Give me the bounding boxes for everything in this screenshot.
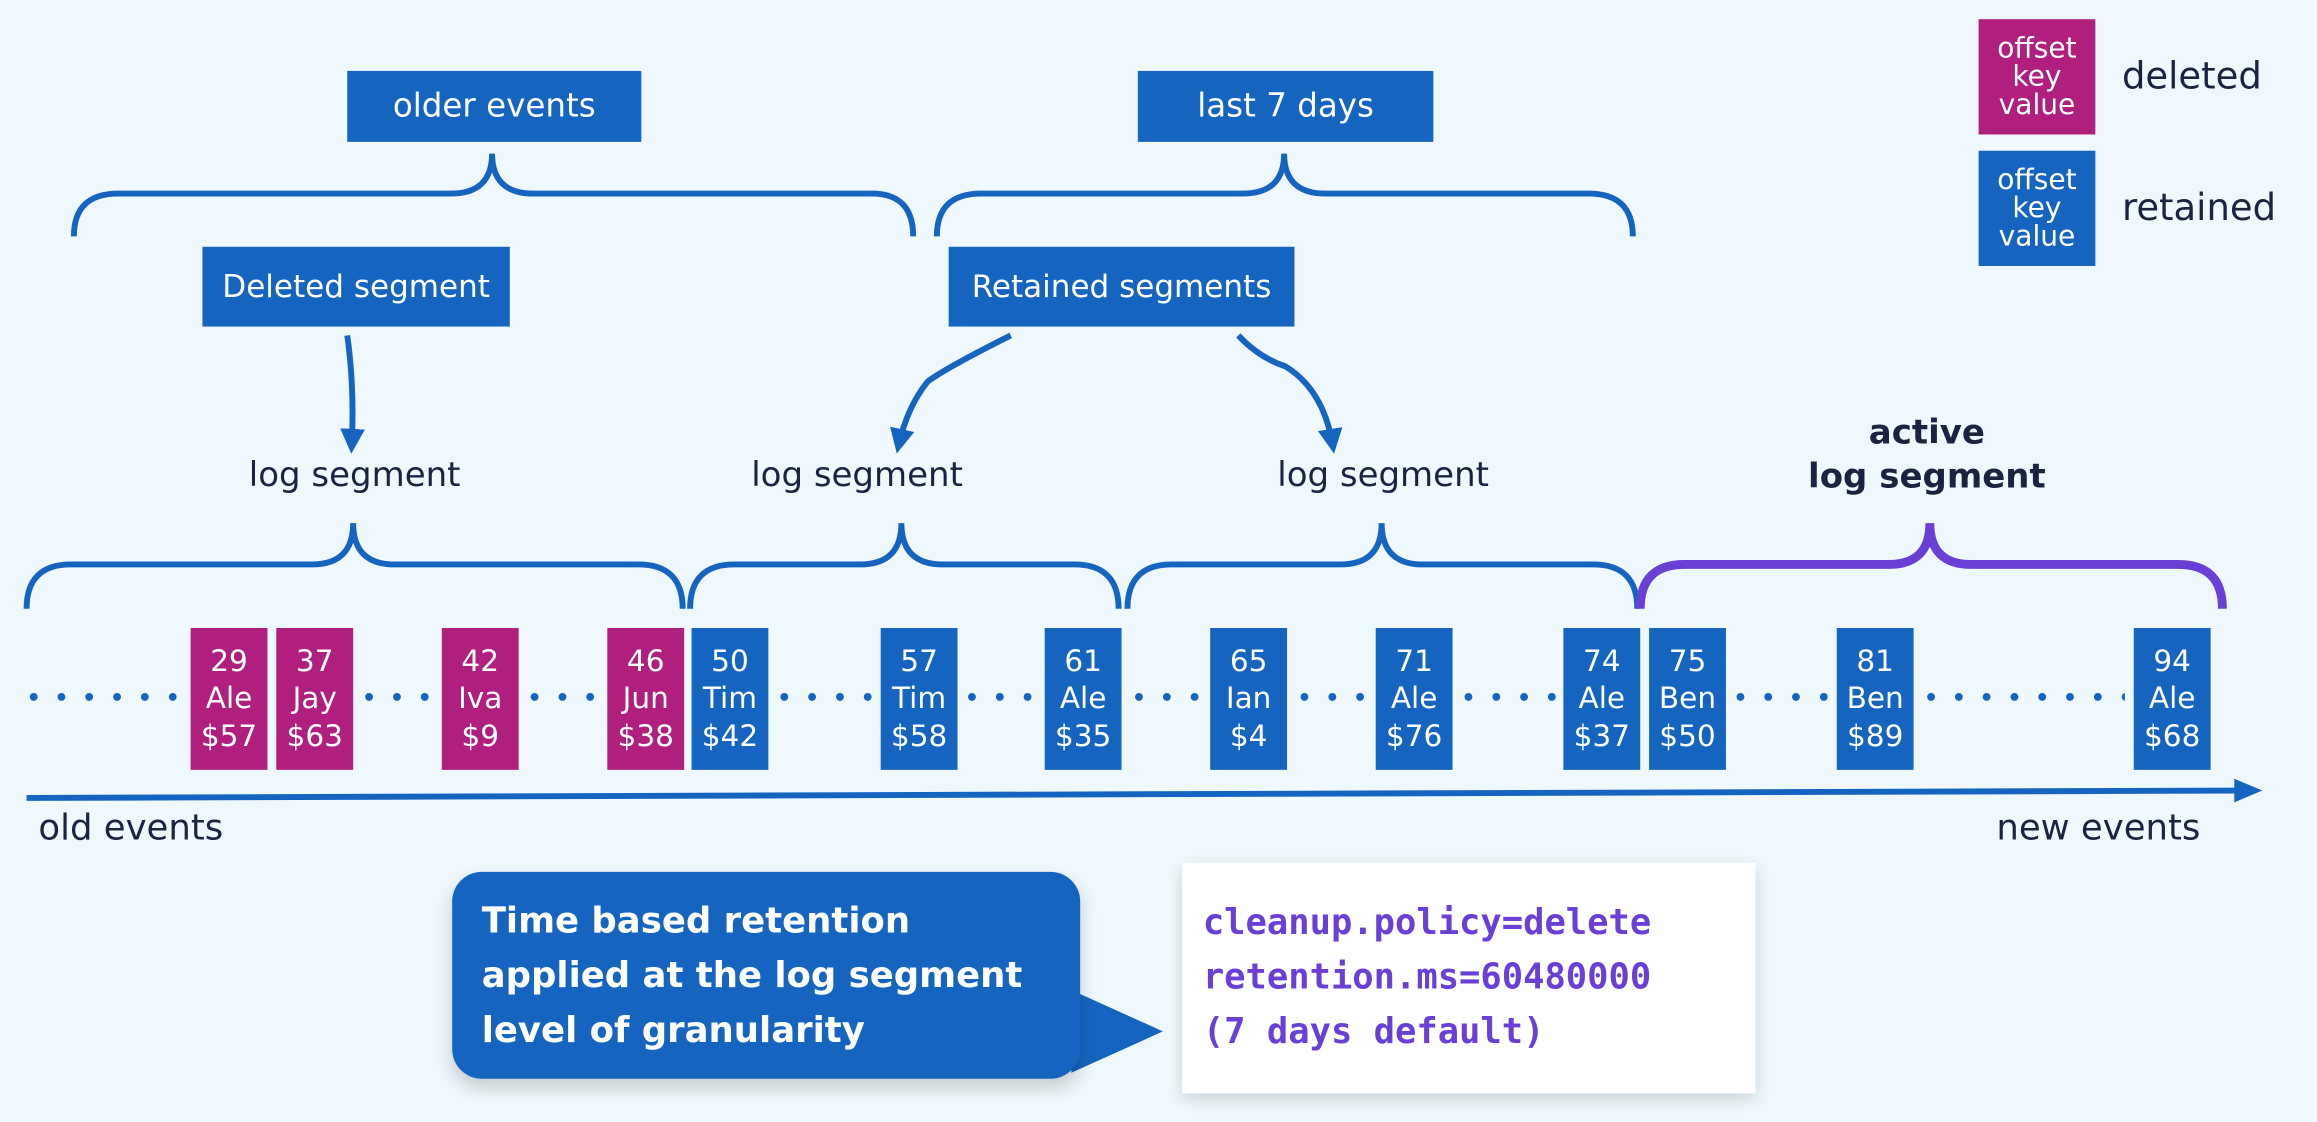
retention-config-block: cleanup.policy=delete retention.ms=60480… xyxy=(1182,862,1756,1094)
log-segment-1-label: log segment xyxy=(248,456,461,496)
deleted-segment-box: Deleted segment xyxy=(202,246,510,327)
timeline-arrowhead xyxy=(2234,778,2263,803)
last-7-days-box: last 7 days xyxy=(1137,70,1434,142)
ellipsis-dots: • • • • • xyxy=(362,684,433,711)
deleted-segment-arrow xyxy=(340,335,365,454)
ellipsis-dots: • • • • • • xyxy=(1733,684,1828,711)
log-segment-2-label: log segment xyxy=(751,456,963,496)
active-log-segment-label-line2: log segment xyxy=(1808,458,2046,497)
retained-to-segment-3-arrow xyxy=(1236,333,1343,454)
log-segment-1-brace xyxy=(23,523,686,609)
old-events-label: old events xyxy=(38,806,224,849)
config-line-retention-ms: retention.ms=60480000 xyxy=(1202,956,1652,998)
timeline-axis xyxy=(26,787,2241,801)
retention-callout: Time based retention applied at the log … xyxy=(452,871,1081,1079)
ellipsis-dots: • • • • • • • • • • xyxy=(26,684,181,711)
callout-pointer xyxy=(1071,990,1163,1073)
legend-deleted-label: deleted xyxy=(2121,54,2262,98)
config-line-default-note: (7 days default) xyxy=(1202,1010,1545,1053)
legend-retained-label: retained xyxy=(2121,186,2277,230)
new-events-label: new events xyxy=(1996,806,2201,849)
ellipsis-dots: • • • • • • xyxy=(1461,684,1556,711)
config-line-cleanup-policy: cleanup.policy=delete xyxy=(1202,901,1652,943)
active-log-segment-brace xyxy=(1635,522,2227,609)
log-segment-3-brace xyxy=(1124,523,1641,609)
last-7-days-brace xyxy=(933,153,1636,237)
log-segment-3-label: log segment xyxy=(1277,456,1489,496)
ellipsis-dots: • • • • • • xyxy=(777,684,872,711)
retained-to-segment-2-arrow xyxy=(890,332,1013,454)
ellipsis-dots: • • • • • xyxy=(1297,684,1368,711)
ellipsis-dots: • • • • • xyxy=(1131,684,1203,711)
older-events-brace xyxy=(70,153,917,237)
retained-segments-box: Retained segments xyxy=(948,246,1295,327)
active-log-segment-label-line1: active xyxy=(1868,413,1985,453)
ellipsis-dots: • • • • • xyxy=(527,684,599,711)
older-events-box: older events xyxy=(347,70,642,142)
ellipsis-dots: • • • • • xyxy=(964,684,1036,711)
ellipsis-dots: • • • • • • • • • • • • • xyxy=(1923,684,2125,711)
log-segment-2-brace xyxy=(687,523,1122,609)
